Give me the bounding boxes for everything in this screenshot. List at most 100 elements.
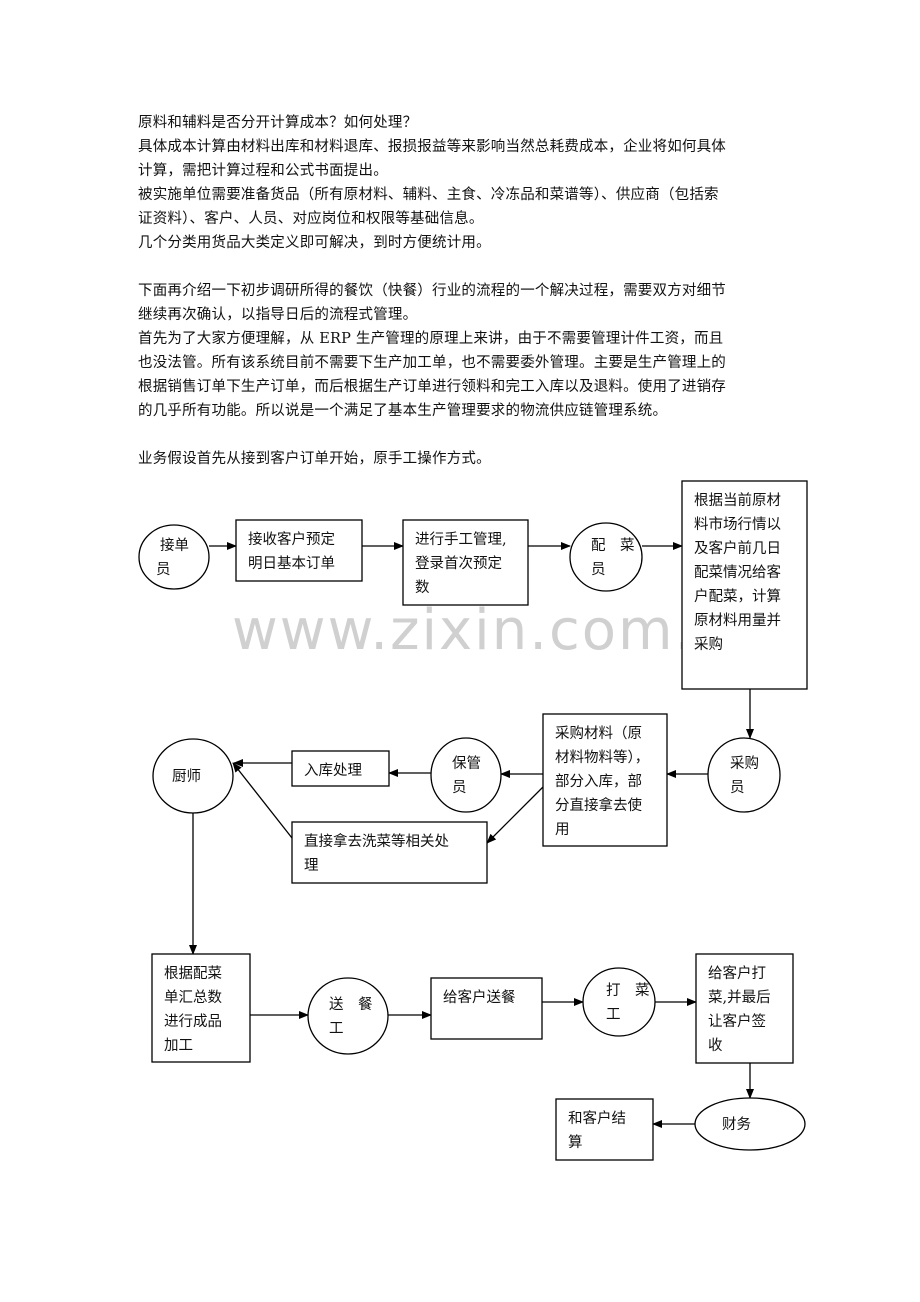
process-box-shape	[430, 977, 543, 1040]
flowchart-label: 单汇总数	[164, 989, 222, 1006]
flowchart-label: 根据配菜	[164, 965, 222, 982]
text-line: 首先为了大家方便理解，从 ERP 生产管理的原理上来讲，由于不需要管理计件工资，…	[138, 331, 724, 347]
flowchart-label: 让客户签	[708, 1013, 766, 1030]
flowchart-label: 保管	[452, 755, 481, 772]
text-line: 几个分类用货品大类定义即可解决，到时方便统计用。	[138, 235, 491, 251]
flowchart-label: 分直接拿去使	[555, 796, 642, 814]
baoguanyuan-role: 保管员	[430, 737, 502, 813]
business-assumption-paragraph: 业务假设首先从接到客户订单开始，原手工操作方式。	[138, 447, 788, 471]
process-box-shape	[291, 750, 390, 787]
songcan-box: 给客户送餐	[430, 977, 543, 1040]
process-box-shape	[555, 1098, 654, 1161]
flowchart-label: 及客户前几日	[694, 540, 781, 557]
flowchart-label: 工	[329, 1021, 344, 1037]
chushi-role: 厨师	[152, 738, 234, 814]
flowchart-label: 工	[606, 1007, 621, 1023]
flowchart-label: 送 餐	[329, 996, 373, 1013]
flowchart-label: 理	[304, 858, 319, 874]
flowchart-label: 员	[156, 562, 171, 578]
peicaiyuan-role: 配 菜员	[569, 522, 643, 592]
dacaigong-role: 打 菜工	[582, 967, 656, 1037]
edge-zhijie-to-chushi	[232, 762, 293, 839]
flowchart-label: 直接拿去洗菜等相关处	[304, 832, 449, 850]
text-line: 具体成本计算由材料出库和材料退库、报损报益等来影响当然总耗费成本，企业将如何具体	[138, 139, 726, 155]
flowchart-label: 用	[555, 822, 570, 838]
process-intro-paragraph: 下面再介绍一下初步调研所得的餐饮（快餐）行业的流程的一个解决过程，需要双方对细节…	[138, 279, 788, 423]
text-line: 证资料）、客户、人员、对应岗位和权限等基础信息。	[138, 211, 484, 227]
flowchart-label: 配 菜	[591, 537, 635, 554]
process-box-shape	[695, 953, 794, 1064]
process-box-shape	[542, 713, 668, 847]
flowchart-label: 数	[415, 579, 430, 596]
text-line: 计算，需把计算过程和公式书面提出。	[138, 163, 388, 179]
flowchart-label: 接单	[160, 537, 189, 554]
text-line: 业务假设首先从接到客户订单开始，原手工操作方式。	[138, 451, 491, 467]
role-ellipse-shape	[138, 524, 210, 590]
role-ellipse-shape	[307, 977, 389, 1055]
text-line: 原料和辅料是否分开计算成本？如何处理？	[138, 115, 418, 131]
flowchart-label: 料市场行情以	[694, 516, 781, 533]
flowchart-label: 户配菜，计算	[694, 588, 781, 605]
intro-paragraph: 原料和辅料是否分开计算成本？如何处理？ 具体成本计算由材料出库和材料退库、报损报益…	[138, 111, 788, 255]
flowchart-label: 配菜情况给客	[694, 564, 781, 581]
flowchart-label: 入库处理	[304, 762, 362, 779]
flowchart-label: 登录首次预定	[415, 555, 502, 572]
text-line: 也没法管。所有该系统目前不需要下生产加工单，也不需要委外管理。主要是生产管理上的	[138, 355, 726, 371]
flowchart-label: 原材料用量并	[694, 612, 781, 629]
songcangong-role: 送 餐工	[307, 977, 389, 1055]
edge-caigoucailiao-to-zhijie	[486, 786, 544, 844]
flowchart-label: 给客户送餐	[443, 989, 516, 1006]
flowchart-label: 算	[568, 1134, 583, 1151]
flowchart-label: 部分入库，部	[555, 773, 642, 790]
flowchart-label: 给客户打	[708, 965, 766, 982]
role-ellipse-shape	[582, 967, 656, 1037]
caiwu-role: 财务	[694, 1097, 806, 1151]
flowchart-label: 进行手工管理,	[415, 531, 507, 548]
process-box-shape	[681, 480, 808, 690]
process-box-shape	[151, 953, 251, 1063]
flowchart-label: 员	[591, 562, 606, 578]
flowchart-label: 进行成品	[164, 1013, 222, 1030]
role-ellipse-shape	[430, 737, 502, 813]
flowchart-label: 明日基本订单	[248, 555, 335, 572]
process-box-shape	[402, 519, 529, 606]
flowchart-label: 根据当前原材	[694, 492, 781, 509]
flowchart-label: 采购	[694, 636, 723, 653]
caigouyuan-role: 采购员	[707, 737, 781, 813]
watermark: www.zixin.com.cn	[232, 598, 765, 663]
flowchart-label: 采购材料（原	[555, 725, 642, 742]
flowchart-label: 采购	[730, 755, 759, 772]
process-box-shape	[235, 519, 363, 582]
flowchart-label: 财务	[722, 1116, 751, 1133]
role-ellipse-shape	[152, 738, 234, 814]
text-line: 继续再次确认，以指导日后的流程式管理。	[138, 307, 418, 323]
text-line: 根据销售订单下生产订单，而后根据生产订单进行领料和完工入库以及退料。使用了进销存	[138, 379, 726, 395]
flowchart-label: 材料物料等），	[555, 748, 649, 766]
role-ellipse-shape	[569, 522, 643, 592]
flowchart-label: 员	[452, 780, 467, 796]
text-line: 下面再介绍一下初步调研所得的餐饮（快餐）行业的流程的一个解决过程，需要双方对细节	[138, 283, 726, 299]
flowchart-label: 收	[708, 1037, 723, 1054]
text-line: 的几乎所有功能。所以说是一个满足了基本生产管理要求的物流供应链管理系统。	[138, 403, 668, 419]
role-ellipse-shape	[694, 1097, 806, 1151]
flowchart-label: 厨师	[172, 768, 201, 785]
text-line: 被实施单位需要准备货品（所有原材料、辅料、主食、冷冻品和菜谱等）、供应商（包括索	[138, 187, 719, 203]
flowchart-label: 菜,并最后	[708, 989, 771, 1006]
flowchart-label: 员	[730, 780, 745, 796]
process-box-shape	[291, 821, 488, 884]
jiedanyuan-role: 接单员	[138, 524, 210, 590]
flowchart-label: 和客户结	[568, 1110, 626, 1127]
ruku-box: 入库处理	[291, 750, 390, 787]
role-ellipse-shape	[707, 737, 781, 813]
flowchart-label: 接收客户预定	[248, 531, 335, 548]
flowchart-label: 加工	[164, 1037, 193, 1054]
